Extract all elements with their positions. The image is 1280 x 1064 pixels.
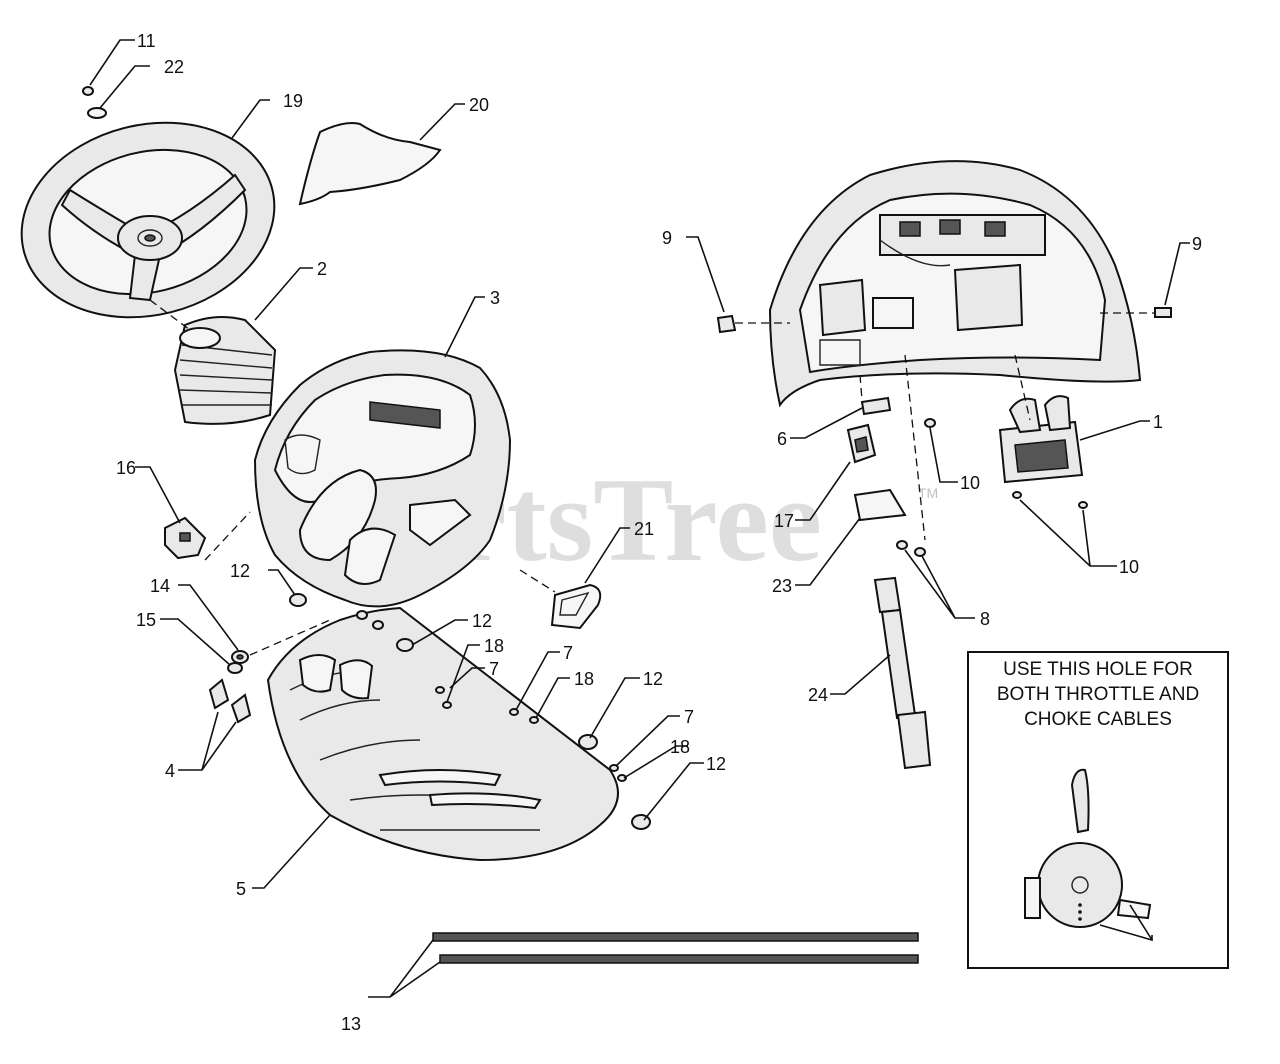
callout-4: 4 xyxy=(165,761,175,781)
throttle-control-icon xyxy=(998,395,1084,484)
emblem-cap-icon xyxy=(298,122,442,206)
note-line-2: BOTH THROTTLE AND xyxy=(997,684,1199,705)
callout-18-b: 18 xyxy=(574,669,594,689)
nut-icon xyxy=(227,650,249,674)
throttle-lever-icon xyxy=(1024,768,1152,928)
callout-11: 11 xyxy=(137,31,156,51)
callout-6: 6 xyxy=(777,429,787,449)
plate-icon xyxy=(853,488,907,522)
leader-lines xyxy=(89,39,1190,998)
callout-19: 19 xyxy=(283,91,303,111)
callout-7-b: 7 xyxy=(563,643,573,663)
bolt-icon xyxy=(716,307,1172,334)
lower-panel-icon xyxy=(266,606,619,862)
fastener-icon xyxy=(289,593,651,830)
note-line-3: CHOKE CABLES xyxy=(1024,709,1172,730)
callout-23: 23 xyxy=(772,576,792,596)
callout-7-c: 7 xyxy=(684,707,694,727)
callout-18-c: 18 xyxy=(670,737,690,757)
switch-icon xyxy=(846,423,877,464)
callout-5: 5 xyxy=(236,879,246,899)
callout-12-right-mid: 12 xyxy=(643,669,663,689)
callout-17: 17 xyxy=(774,511,794,531)
callout-1: 1 xyxy=(1153,412,1163,432)
callout-10-lower: 10 xyxy=(1119,557,1139,577)
callout-9-right: 9 xyxy=(1192,234,1202,254)
callout-20: 20 xyxy=(469,95,489,115)
callout-9-left: 9 xyxy=(662,228,672,248)
ignition-switch-icon xyxy=(164,516,207,560)
callout-8: 8 xyxy=(980,609,990,629)
callout-21: 21 xyxy=(634,519,654,539)
callout-14: 14 xyxy=(150,576,170,596)
note-inset: USE THIS HOLE FOR BOTH THROTTLE AND CHOK… xyxy=(967,651,1229,969)
callout-12-mid: 12 xyxy=(472,611,492,631)
dash-panel-icon xyxy=(253,349,512,608)
steering-wheel-icon xyxy=(20,121,276,319)
callout-10-upper: 10 xyxy=(960,473,980,493)
callout-3: 3 xyxy=(490,288,500,308)
callout-13: 13 xyxy=(341,1014,361,1034)
callout-7-a: 7 xyxy=(489,659,499,679)
callout-15: 15 xyxy=(136,610,156,630)
watermark-tm: TM xyxy=(918,485,938,501)
wiring-harness-icon xyxy=(873,576,932,770)
rear-dash-assembly-icon xyxy=(768,160,1142,408)
bracket-icon xyxy=(860,396,892,416)
callout-24: 24 xyxy=(808,685,828,705)
callout-12-right-low: 12 xyxy=(706,754,726,774)
clip-icon xyxy=(230,693,252,724)
callout-16: 16 xyxy=(116,458,136,478)
note-line-1: USE THIS HOLE FOR xyxy=(1003,659,1193,680)
light-lens-icon xyxy=(550,583,602,630)
screw-icon xyxy=(896,418,1088,557)
nut-washer-icon xyxy=(82,86,107,119)
steering-boot-icon xyxy=(173,315,277,425)
callout-12-left: 12 xyxy=(230,561,250,581)
callout-18-a: 18 xyxy=(484,636,504,656)
callout-labels: 11 22 19 20 2 3 16 12 14 15 4 5 21 12 18… xyxy=(116,31,1202,1034)
clip-icon xyxy=(208,678,230,710)
callout-22: 22 xyxy=(164,57,184,77)
trim-strip-icon xyxy=(432,932,919,964)
callout-2: 2 xyxy=(317,259,327,279)
